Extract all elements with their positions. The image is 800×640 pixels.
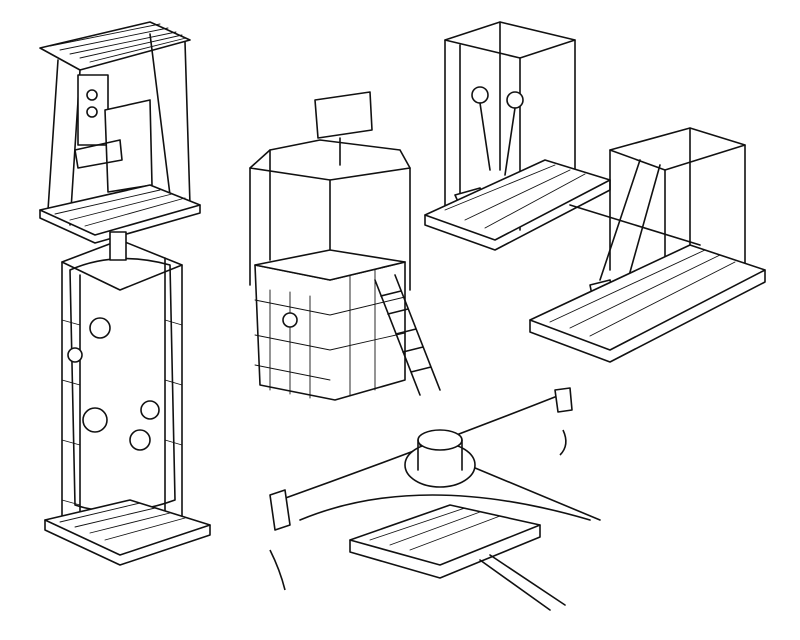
roofed-control-station xyxy=(39,21,201,244)
pedal-swing-frame xyxy=(529,127,766,363)
rotating-arm-carousel xyxy=(269,387,601,611)
ibc-water-tank-with-ladder xyxy=(249,91,441,401)
pulley-exercise-frame xyxy=(424,21,611,251)
cylinder-tank-tower xyxy=(44,231,211,566)
